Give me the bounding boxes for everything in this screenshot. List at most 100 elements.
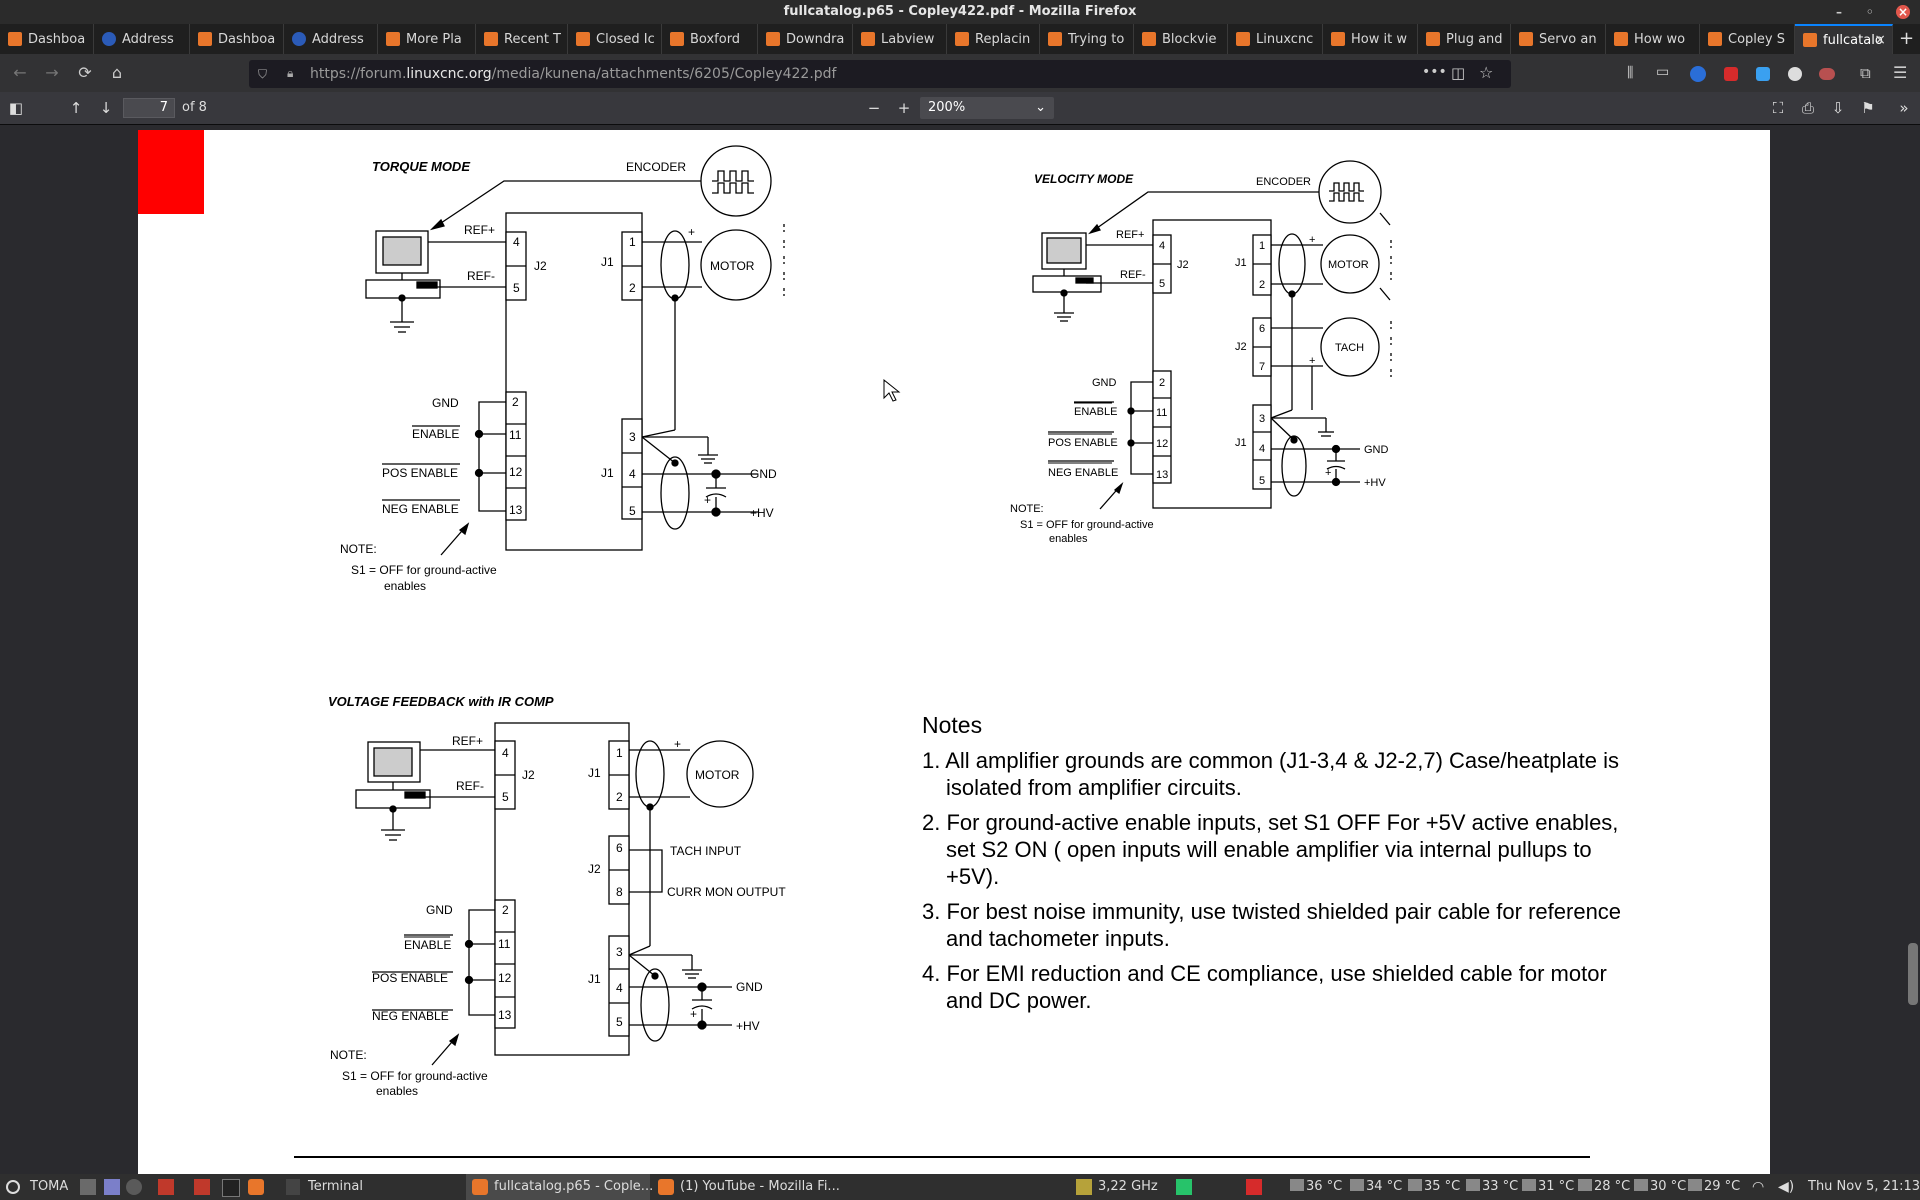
presentation-mode-icon[interactable]: ⛶ — [1772, 99, 1784, 117]
page-number-input[interactable]: 7 — [123, 98, 175, 118]
velocity-p2: 2 — [1259, 279, 1265, 291]
task-terminal[interactable]: Terminal — [308, 1179, 363, 1194]
cpu-icon — [1076, 1179, 1092, 1195]
task-pdf[interactable]: fullcatalog.p65 - Cople... — [494, 1179, 654, 1194]
print-icon[interactable]: ⎙ — [1801, 99, 1814, 117]
new-tab-button[interactable]: + — [1898, 28, 1915, 49]
page-actions-icon[interactable]: ••• — [1422, 64, 1447, 80]
home-icon[interactable]: ⌂ — [111, 63, 123, 82]
bookmark-star-icon[interactable]: ☆ — [1479, 63, 1494, 82]
files-icon[interactable] — [104, 1179, 120, 1195]
browser-tab[interactable]: Boxford — [662, 24, 758, 54]
voltage-neg-enable: NEG ENABLE — [372, 1009, 449, 1023]
linuxcnc-icon — [1331, 32, 1345, 46]
pocket-icon[interactable]: ◫ — [1451, 64, 1466, 82]
browser-tab[interactable]: Linuxcnc — [1228, 24, 1323, 54]
zoom-out-icon[interactable]: − — [867, 99, 881, 117]
url-bar[interactable] — [249, 60, 1511, 88]
extension-mask-icon[interactable] — [1819, 68, 1835, 80]
save-icon[interactable]: ⇩ — [1831, 99, 1845, 117]
hamburger-menu-icon[interactable]: ☰ — [1893, 63, 1908, 82]
browser-tab[interactable]: Labview — [853, 24, 947, 54]
browser-tab[interactable]: Blockvie — [1134, 24, 1228, 54]
temp-2: 34 °C — [1350, 1174, 1402, 1200]
voltage-note-line2: enables — [376, 1084, 418, 1098]
browser-tab[interactable]: How wo — [1606, 24, 1700, 54]
linuxcnc-icon — [386, 32, 400, 46]
close-tab-icon[interactable]: × — [1874, 32, 1886, 48]
note-item-2: 2. For ground-active enable inputs, set … — [922, 810, 1619, 889]
velocity-j1a: J1 — [1235, 257, 1247, 269]
extension-blue-icon[interactable] — [1756, 67, 1770, 81]
lock-icon[interactable]: 🔒︎ — [287, 66, 294, 80]
browser-tab[interactable]: Address — [284, 24, 378, 54]
extensions-icon[interactable]: ⧉ — [1860, 64, 1871, 82]
settings-icon[interactable] — [126, 1179, 142, 1195]
browser-tab[interactable]: Dashboa — [190, 24, 284, 54]
close-window-button[interactable]: × — [1896, 5, 1910, 19]
velocity-p1: 1 — [1259, 240, 1265, 252]
browser-tab[interactable]: Downdra — [758, 24, 853, 54]
zoom-in-icon[interactable]: + — [897, 99, 911, 117]
browser-tab[interactable]: Dashboa — [0, 24, 94, 54]
volume-icon[interactable]: ◀) — [1778, 1179, 1795, 1195]
browser-tab[interactable]: How it w — [1323, 24, 1418, 54]
extension-ghost-icon[interactable] — [1788, 67, 1802, 81]
browser-tab[interactable]: Replacin — [947, 24, 1040, 54]
velocity-cap-plus: + — [1325, 467, 1331, 479]
wifi-icon[interactable]: ◠ — [1752, 1179, 1765, 1195]
cpu-graph-icon — [1176, 1179, 1192, 1195]
scrollbar-thumb[interactable] — [1908, 943, 1918, 1005]
velocity-e2: 2 — [1159, 377, 1165, 389]
torque-e11: 11 — [509, 428, 522, 442]
browser-tab[interactable]: Closed Ic — [568, 24, 662, 54]
reload-icon[interactable]: ⟳ — [78, 63, 92, 82]
extension-s-icon[interactable] — [1690, 66, 1706, 82]
tab-label: Servo an — [1539, 31, 1597, 47]
folder-icon[interactable] — [194, 1179, 210, 1195]
linuxcnc-icon — [484, 32, 498, 46]
torque-hv: +HV — [750, 506, 774, 520]
browser-tab[interactable]: Trying to — [1040, 24, 1134, 54]
next-page-icon[interactable]: ↓ — [99, 99, 113, 117]
library-icon[interactable]: ⫼ — [1627, 65, 1634, 81]
red-corner-mark — [138, 130, 204, 214]
clock[interactable]: Thu Nov 5, 21:13 — [1808, 1179, 1920, 1194]
browser-tab[interactable]: Copley S — [1700, 24, 1795, 54]
browser-tab[interactable]: Recent T — [476, 24, 568, 54]
sidebar-toggle-icon[interactable]: ◧ — [8, 99, 24, 117]
tools-menu-icon[interactable]: » — [1899, 99, 1909, 117]
voltage-j1b: J1 — [588, 972, 601, 986]
voltage-refm: REF- — [456, 779, 484, 793]
tracking-shield-icon[interactable]: ⛉ — [258, 67, 268, 81]
velocity-p6: 6 — [1259, 323, 1265, 335]
back-icon[interactable]: ← — [13, 63, 27, 82]
extension-red-icon[interactable] — [1724, 67, 1738, 81]
forward-icon[interactable]: → — [45, 63, 59, 82]
menu-logo-icon[interactable] — [6, 1180, 20, 1194]
sidebar-icon[interactable]: ▭ — [1656, 64, 1670, 80]
url-prefix: https://forum. — [310, 66, 407, 82]
velocity-p7: 7 — [1259, 361, 1265, 373]
torque-enable: ENABLE — [412, 427, 459, 441]
browser-tab[interactable]: fullcatalo× — [1795, 24, 1893, 54]
app-red-icon[interactable] — [158, 1179, 174, 1195]
velocity-encoder-label: ENCODER — [1256, 176, 1311, 188]
task-youtube[interactable]: (1) YouTube - Mozilla Fi... — [680, 1179, 840, 1194]
terminal-launcher-icon[interactable] — [222, 1179, 240, 1197]
workspace-icon[interactable] — [80, 1179, 96, 1195]
browser-tab[interactable]: Plug and — [1418, 24, 1511, 54]
maximize-button[interactable]: ◦ — [1866, 5, 1874, 19]
browser-tab[interactable]: Address — [94, 24, 190, 54]
browser-tab[interactable]: Servo an — [1511, 24, 1606, 54]
bookmark-icon[interactable]: ⚑ — [1861, 99, 1875, 117]
start-menu-label[interactable]: TOMA — [30, 1179, 69, 1194]
url-text[interactable]: https://forum.linuxcnc.org/media/kunena/… — [310, 66, 836, 82]
minimize-button[interactable]: – — [1836, 5, 1842, 19]
browser-tab[interactable]: More Pla — [378, 24, 476, 54]
previous-page-icon[interactable]: ↑ — [69, 99, 83, 117]
zoom-select[interactable]: 200%⌄ — [920, 97, 1054, 119]
velocity-p4: 4 — [1159, 240, 1165, 252]
firefox-launcher-icon[interactable] — [248, 1179, 264, 1195]
